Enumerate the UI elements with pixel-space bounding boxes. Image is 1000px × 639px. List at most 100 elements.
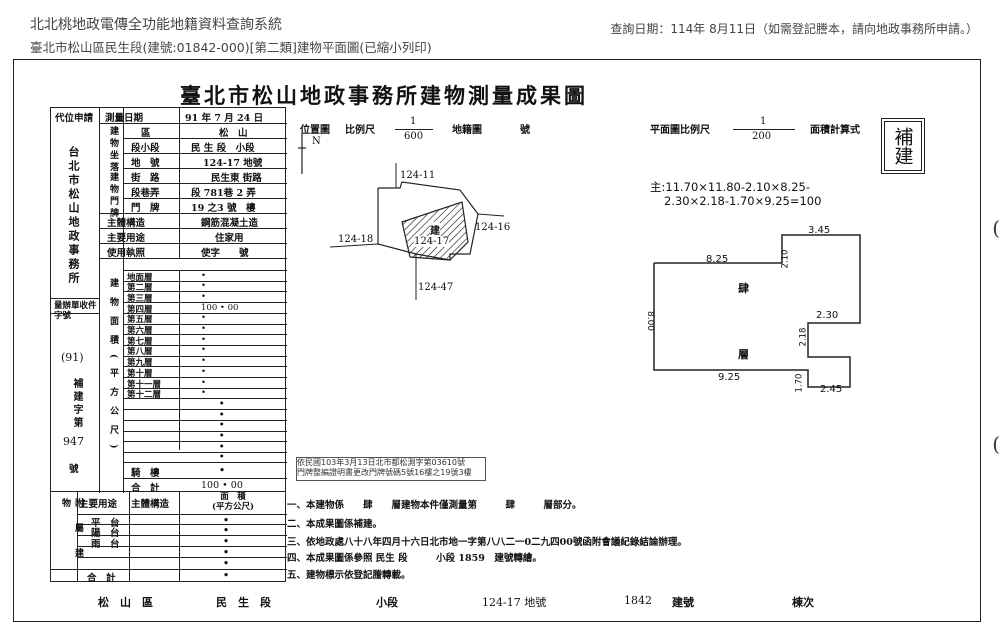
door-group-label: 建物門牌 <box>108 172 118 220</box>
plan-scale-den: 200 <box>752 131 772 142</box>
floor-area-value: • <box>219 441 225 452</box>
footer-district: 松 山 區 <box>98 596 153 609</box>
footer-parcel: 124-17 地號 <box>482 596 547 609</box>
floor-area-value: • <box>201 291 207 302</box>
location-scale-num: 1 <box>410 116 417 127</box>
supplement-stamp: 補建 <box>881 118 925 174</box>
parcel-left: 124-18 <box>338 234 374 245</box>
floor-label: 第三層 <box>127 293 153 304</box>
citation-line: 依民國103年3月13日北市都松測字第03610號 <box>297 458 465 467</box>
note-line: 一、本建物係 肆 層建物本件僅測量第 肆 層部分。 <box>287 500 582 511</box>
district: 松 山 <box>219 128 248 139</box>
floor-area-value: • <box>219 398 225 409</box>
floor-area-value: • <box>201 366 207 377</box>
area-formula: 主:11.70×11.80-2.10×8.25- 2.30×2.18-1.70×… <box>650 180 821 208</box>
location-group-label: 建物坐落 <box>108 126 118 174</box>
building-mark: 建 <box>430 222 440 237</box>
stamp-text: 補建 <box>891 127 914 165</box>
floor-label: 第六層 <box>127 326 153 336</box>
location-scale-den: 600 <box>404 131 424 142</box>
system-title: 北北桃地政電傳全功能地籍資料查詢系統 <box>30 17 282 33</box>
dim-bottom-v: 1.70 <box>794 373 805 393</box>
footer-subsection: 小段 <box>376 596 398 609</box>
floor-area-value: • <box>201 313 207 324</box>
parcel-boundary <box>377 181 479 261</box>
dim-mid-v: 2.18 <box>798 327 809 347</box>
street-label: 街 路 <box>131 173 160 184</box>
floor-label: 第九層 <box>127 358 153 369</box>
plan-scale-bar <box>733 129 795 130</box>
floor-label: 第四層 <box>127 304 153 315</box>
house-number: 19 之3 號 樓 <box>191 203 256 214</box>
citation-line: 門牌整編證明書更改門牌號碼5號16樓之19號3樓 <box>297 468 472 477</box>
floor-area-value: • <box>201 324 207 334</box>
parcel-right: 124-16 <box>475 222 511 233</box>
survey-date: 91 年 7 月 24 日 <box>185 113 264 124</box>
side-mark: ( <box>992 432 1000 456</box>
cadastral-label: 地籍圖 <box>452 125 482 136</box>
plan-scale-label: 平面圖比例尺 <box>650 125 710 136</box>
parcel: 124-17 地號 <box>203 158 263 169</box>
area-calc-label: 面積計算式 <box>810 125 860 136</box>
doorplate-citation: 依民國103年3月13日北市都松測字第03610號 門牌整編證明書更改門牌號碼5… <box>296 457 486 481</box>
lane: 段 781巷 2 弄 <box>191 188 256 199</box>
document-frame <box>13 59 981 622</box>
floor-area-value: • <box>219 431 225 441</box>
floor-label: 第七層 <box>127 336 153 347</box>
dim-bottom-left: 9.25 <box>718 372 741 383</box>
attached-use: 雨 台 <box>91 539 120 550</box>
floor-label: 第五層 <box>127 315 153 326</box>
balcony-value: • <box>219 465 226 476</box>
total-label: 合 計 <box>131 483 160 494</box>
dim-top-left: 8.25 <box>706 254 729 265</box>
building-info-table: 代位申請 台北市松山地政事務所 建物坐落 建物門牌 測量日期 91 年 7 月 … <box>50 107 287 494</box>
location-scale-label: 比例尺 <box>345 125 375 136</box>
lane-label: 段巷弄 <box>131 188 160 199</box>
note-line: 四、本成果圖係參照 民生 段 小段 1859 建號轉繪。 <box>287 553 542 564</box>
attached-col-area: 面 積 (平方公尺) <box>211 492 255 512</box>
receipt-year: (91) <box>61 351 84 364</box>
receipt-number: 947 <box>63 435 84 448</box>
floor-area-value: • <box>201 356 207 367</box>
number-label: 門 牌 <box>131 203 160 214</box>
note-line: 五、建物標示依登記謄轉載。 <box>287 570 411 581</box>
floor-label: 第十二層 <box>127 390 162 401</box>
floor-area-value: • <box>201 281 207 292</box>
floor-area-value: • <box>201 270 207 281</box>
location-map <box>298 132 505 300</box>
attached-use: 陽 台 <box>91 528 120 539</box>
floor-area-value: • <box>201 377 207 388</box>
footer-section: 民 生 段 <box>216 596 271 609</box>
section-label: 段小段 <box>131 143 160 154</box>
north-label: N <box>312 136 321 147</box>
balcony-label: 騎 樓 <box>131 468 160 479</box>
area-group-label: 建物面積(平方公尺) <box>108 278 118 459</box>
floor-area-value: 100 • 00 <box>201 302 239 313</box>
location-map-label: 位置圖 <box>300 125 330 136</box>
receipt-label: 量辦單收件字號 <box>54 301 97 321</box>
applicant-label: 代位申請 <box>55 113 94 124</box>
document-title: 臺北市松山地政事務所建物測量成果圖 <box>180 83 588 108</box>
street: 民生東 街路 <box>211 173 262 184</box>
attached-value: • <box>223 525 230 536</box>
attached-group-label: 附屬建物 <box>60 498 83 573</box>
office-name: 台北市松山地政事務所 <box>67 146 80 286</box>
plan-scale-num: 1 <box>760 116 767 127</box>
survey-date-label: 測量日期 <box>105 113 144 124</box>
dim-mid-h: 2.30 <box>816 310 839 321</box>
floor-area-value: • <box>201 334 207 345</box>
footer-page: 棟次 <box>792 596 814 609</box>
scale-fraction-bar <box>395 129 433 130</box>
document-subtitle: 臺北市松山區民生段(建號:01842-000)[第二類]建物平面圖(已縮小列印) <box>30 40 432 55</box>
note-line: 二、本成果圖係補建。 <box>287 519 383 530</box>
use-label: 主要用途 <box>107 233 146 244</box>
section: 民 生 段 小段 <box>191 143 255 154</box>
floor-label: 地面層 <box>127 272 153 283</box>
query-date: 查詢日期：114年 8月11日（如需登記謄本，請向地政事務所申請。） <box>610 22 978 36</box>
attached-col-use: 主要用途 <box>79 499 118 510</box>
attached-value: • <box>223 536 230 547</box>
dim-bottom-right: 2.45 <box>820 384 843 395</box>
total-value: 100 • 00 <box>201 480 243 491</box>
parcel-line <box>329 243 379 248</box>
parcel-top: 124-11 <box>400 170 436 181</box>
